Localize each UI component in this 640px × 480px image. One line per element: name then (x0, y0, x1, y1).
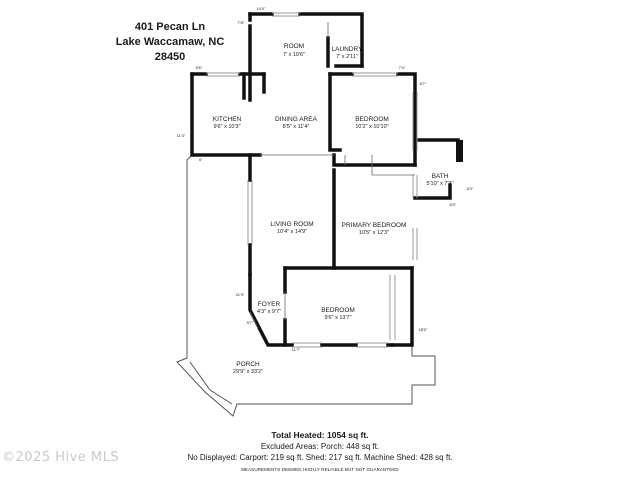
dim-foyer-left: 21'3" (236, 292, 245, 297)
address-street: 401 Pecan Ln (134, 21, 206, 33)
walls (190, 12, 463, 347)
room-primary-name: PRIMARY BEDROOM (342, 222, 407, 229)
dim-room-left: 7'8" (238, 20, 245, 25)
room-bath-dims: 5'10" x 7'3" (426, 181, 453, 187)
room-porch-name: PORCH (236, 361, 260, 368)
room-living-dims: 10'4" x 14'9" (277, 229, 307, 235)
room-room-name: ROOM (284, 43, 304, 50)
room-kitchen-name: KITCHEN (213, 116, 242, 123)
room-bedroom-upper-dims: 10'2" x 10'10" (355, 124, 388, 130)
room-bedroom-upper-name: BEDROOM (355, 116, 389, 123)
dim-bath-bottom: 6'0" (450, 202, 457, 207)
window-lines (206, 12, 418, 348)
address-city: Lake Waccamaw, NC 28450 (115, 36, 225, 63)
dim-bedroom-bottom: 11'7" (292, 347, 301, 352)
room-living-name: LIVING ROOM (270, 221, 313, 228)
dim-kitchen-top: 8'6" (196, 65, 203, 70)
address-block: 401 Pecan Ln Lake Waccamaw, NC 28450 (100, 20, 240, 65)
room-room-dims: 7' x 10'6" (283, 52, 305, 58)
dim-top-room: 14'0" (257, 6, 266, 11)
dim-bedroom-right: 8'7" (420, 81, 427, 86)
room-bedroom-lower-dims: 9'6" x 13'7" (324, 315, 351, 321)
room-laundry-dims: 7' x 2'11" (336, 54, 358, 60)
disclaimer: MEASUREMENTS DEEMED HIGHLY RELIABLE BUT … (241, 467, 399, 472)
room-primary-dims: 10'5" x 12'3" (359, 230, 389, 236)
room-dining-dims: 8'5" x 11'4" (283, 124, 310, 130)
dim-kitchen-corner: 6" (199, 157, 203, 162)
room-kitchen-dims: 9'6" x 10'3" (213, 124, 240, 130)
excluded-areas: Excluded Areas: Porch: 448 sq ft. (260, 442, 380, 451)
room-foyer-dims: 4'3" x 9'7" (257, 309, 281, 315)
room-dining-name: DINING AREA (275, 116, 318, 123)
dim-left-wall: 11'3" (177, 133, 186, 138)
room-bath-name: BATH (432, 173, 449, 180)
total-heated: Total Heated: 1054 sq ft. (271, 430, 369, 440)
interior-lines (249, 22, 415, 329)
room-foyer-name: FOYER (258, 301, 281, 308)
dim-bedroom-right-lower: 18'0" (419, 327, 428, 332)
room-labels: ROOM 7' x 10'6" LAUNDRY 7' x 2'11" KITCH… (213, 43, 454, 375)
porch-outline (176, 154, 436, 417)
dim-bedroom-top: 7'4" (399, 65, 406, 70)
room-laundry-name: LAUNDRY (332, 46, 364, 53)
room-bedroom-lower-name: BEDROOM (321, 307, 355, 314)
dim-foyer-corner: 5'7" (247, 320, 254, 325)
room-porch-dims: 29'9" x 33'2" (233, 369, 263, 375)
dim-bath-right: 8'3" (467, 186, 474, 191)
area-summary: Total Heated: 1054 sq ft. Excluded Areas… (150, 430, 490, 475)
not-displayed-areas: No Displayed: Carport: 219 sq ft. Shed: … (187, 453, 453, 462)
dimension-labels: 14'0" 7'8" 8'6" 7'4" 8'7" 11'3" 6" 8'3" … (177, 6, 474, 352)
mls-watermark: ©2025 Hive MLS (2, 450, 120, 465)
